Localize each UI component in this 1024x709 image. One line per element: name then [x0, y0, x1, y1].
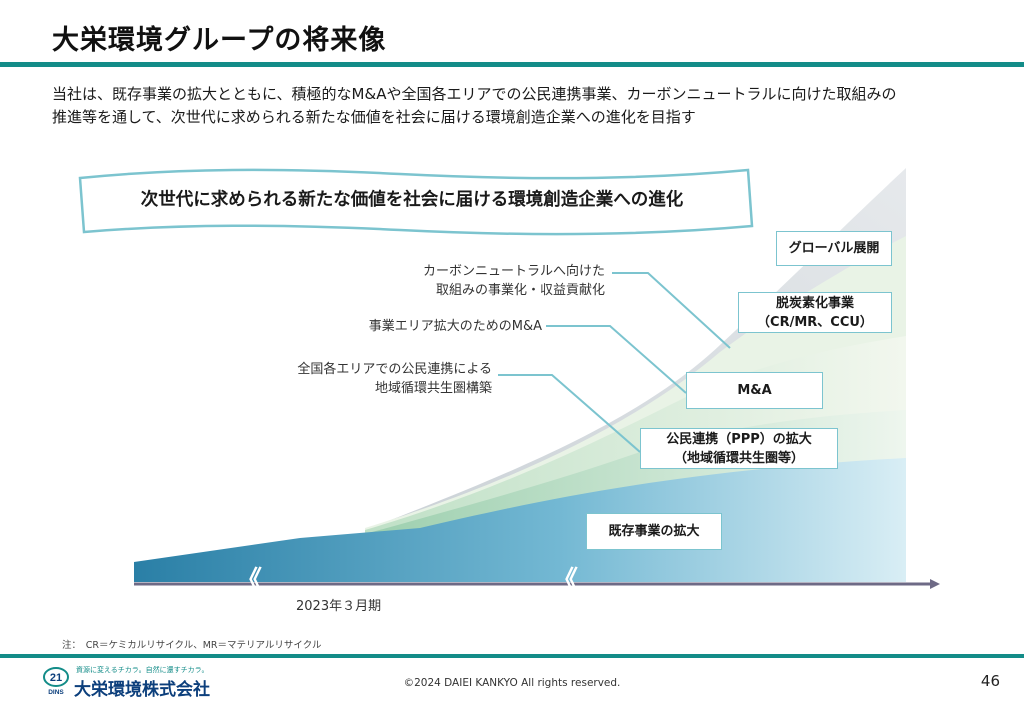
box-global-expansion-label: グローバル展開	[788, 241, 880, 256]
callout-carbon-line-1: カーボンニュートラルへ向けた	[422, 264, 605, 279]
logo-mark-icon: 21 DINS	[43, 667, 69, 696]
box-decarbonization-label-1: 脱炭素化事業	[775, 295, 854, 311]
intro-line-2: 推進等を通して、次世代に求められる新たな価値を社会に届ける環境創造企業への進化を…	[52, 108, 696, 126]
callout-ppp: 全国各エリアでの公民連携による 地域循環共生圏構築	[270, 360, 492, 398]
leader-ma	[546, 325, 687, 394]
timeline-break-mark-1: 《	[236, 566, 263, 596]
callout-ma-line: 事業エリア拡大のためのM&A	[368, 319, 542, 334]
callout-ma: 事業エリア拡大のためのM&A	[330, 317, 542, 336]
box-global-expansion: グローバル展開	[776, 231, 892, 266]
timeline-break-mark-2: 《	[552, 566, 579, 596]
layer-existing-business	[134, 458, 906, 582]
callout-ppp-line-1: 全国各エリアでの公民連携による	[297, 362, 492, 377]
company-logo: 21 DINS 資源に変えるチカラ。自然に還すチカラ。 大栄環境株式会社	[42, 664, 242, 700]
footnote: 注： CR＝ケミカルリサイクル、MR＝マテリアルリサイクル	[62, 640, 322, 651]
time-axis-arrowhead	[930, 579, 940, 589]
banner-frame	[78, 168, 754, 236]
intro-line-1: 当社は、既存事業の拡大とともに、積極的なM&Aや全国各エリアでの公民連携事業、カ…	[52, 85, 897, 103]
leader-carbon	[612, 272, 731, 349]
banner-heading: 次世代に求められる新たな価値を社会に届ける環境創造企業への進化	[140, 190, 684, 210]
logo-mark-sub: DINS	[48, 689, 64, 696]
box-decarbonization: 脱炭素化事業 （CR/MR、CCU）	[738, 292, 892, 333]
callout-ppp-line-2: 地域循環共生圏構築	[374, 381, 492, 396]
page-number: 46	[980, 672, 1000, 690]
copyright: ©2024 DAIEI KANKYO All rights reserved.	[403, 677, 621, 689]
box-ppp: 公民連携（PPP）の拡大 （地域循環共生圏等）	[640, 428, 838, 469]
footer-divider	[0, 654, 1024, 658]
timeline-period-label: 2023年３月期	[296, 599, 382, 614]
intro-text: 当社は、既存事業の拡大とともに、積極的なM&Aや全国各エリアでの公民連携事業、カ…	[52, 83, 982, 129]
logo-mark-number: 21	[50, 672, 62, 684]
box-existing-business-label: 既存事業の拡大	[608, 524, 700, 539]
callout-carbon-neutral: カーボンニュートラルへ向けた 取組みの事業化・収益貢献化	[400, 262, 605, 300]
logo-company-name: 大栄環境株式会社	[74, 680, 210, 700]
box-ma: M&A	[686, 372, 823, 409]
box-existing-business: 既存事業の拡大	[586, 513, 722, 550]
header-divider	[0, 62, 1024, 67]
leader-ppp	[498, 374, 641, 453]
box-ppp-label-1: 公民連携（PPP）の拡大	[666, 431, 812, 447]
callout-carbon-line-2: 取組みの事業化・収益貢献化	[435, 283, 605, 298]
page-title: 大栄環境グループの将来像	[52, 25, 387, 56]
logo-tagline: 資源に変えるチカラ。自然に還すチカラ。	[76, 666, 209, 674]
box-decarbonization-label-2: （CR/MR、CCU）	[757, 314, 873, 330]
box-ppp-label-2: （地域循環共生圏等）	[673, 450, 804, 466]
box-ma-label: M&A	[737, 383, 772, 398]
